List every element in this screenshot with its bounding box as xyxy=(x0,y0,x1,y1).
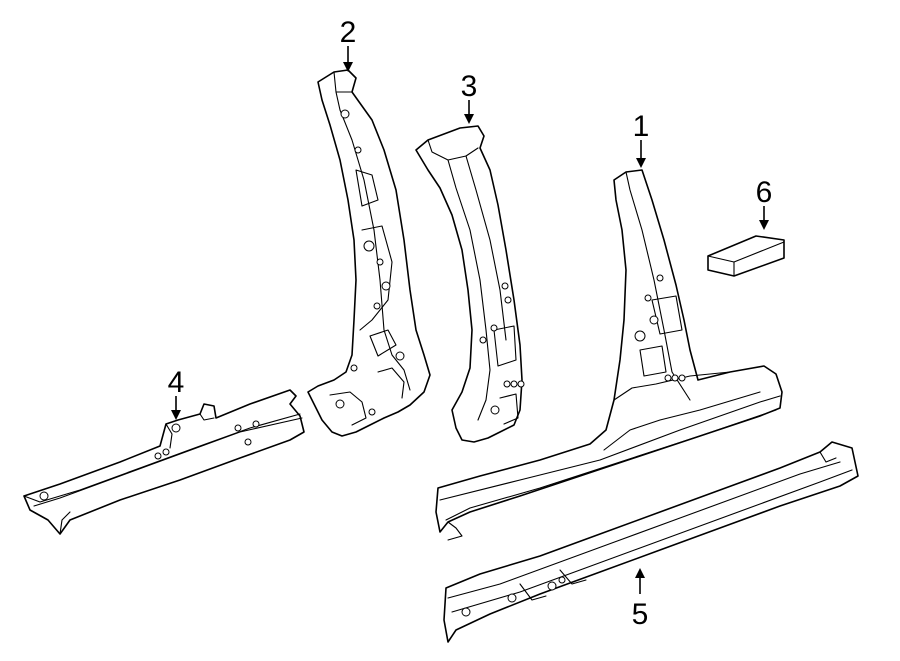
callout-leader-1 xyxy=(636,140,646,168)
callout-6: 6 xyxy=(756,176,773,209)
callout-1: 1 xyxy=(633,110,650,143)
part-3-center-pillar[interactable] xyxy=(415,125,525,443)
part-2-front-pillar[interactable] xyxy=(307,69,431,437)
part-1-outer-side-panel[interactable] xyxy=(435,169,783,541)
part-5-outer-rocker[interactable] xyxy=(443,441,859,643)
part-4-inner-rocker[interactable] xyxy=(23,389,305,535)
callout-leader-4 xyxy=(171,396,181,420)
part-6-insulator[interactable] xyxy=(707,235,785,277)
callout-leader-6 xyxy=(759,206,769,230)
callout-leader-3 xyxy=(464,100,474,124)
callout-4: 4 xyxy=(168,366,185,399)
callout-2: 2 xyxy=(340,16,357,49)
callout-3: 3 xyxy=(461,70,478,103)
callout-5: 5 xyxy=(632,598,649,631)
callout-leader-2 xyxy=(343,46,353,72)
callout-leader-5 xyxy=(635,568,645,594)
